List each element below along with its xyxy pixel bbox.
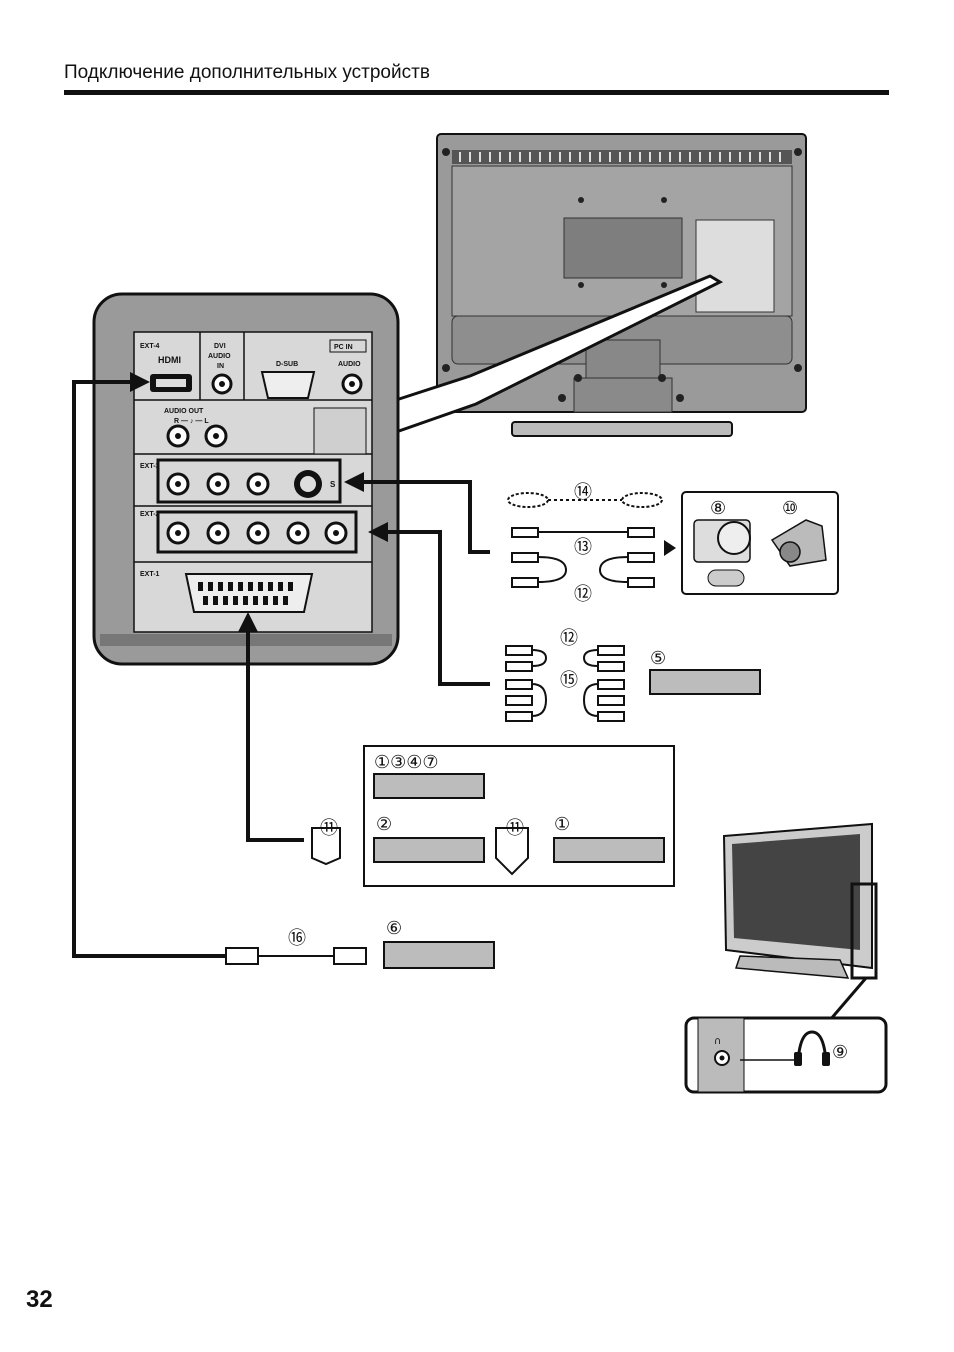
arrow-heads [130, 372, 676, 632]
callout-11b: ⑪ [506, 818, 524, 839]
callout-6: ⑥ [386, 918, 402, 939]
ext4-label: EXT-4 [140, 343, 160, 350]
cables [505, 492, 663, 722]
callout-12a: ⑫ [574, 584, 592, 605]
headphone-jack-icon: ∩ [714, 1036, 721, 1047]
ext1-label: EXT-1 [140, 571, 160, 578]
ext3-highlight [156, 458, 342, 504]
device-boxes [363, 669, 761, 969]
title-rule [64, 90, 889, 95]
tv-rear-view [394, 133, 807, 437]
pc-in-label: PC IN [334, 344, 353, 351]
audio-out-rl-label: R — ♪ — L [174, 418, 209, 425]
callout-5: ⑤ [650, 648, 666, 669]
hdmi-label: HDMI [158, 355, 181, 365]
callout-1347: ①③④⑦ [374, 752, 439, 773]
callout-10: ⑩ [782, 498, 798, 519]
connection-lines [72, 380, 490, 958]
callout-9: ⑨ [832, 1042, 848, 1063]
camera-box [681, 491, 839, 595]
d-sub-port [260, 371, 316, 399]
dvi-audio-label: AUDIO [208, 353, 231, 360]
dvi-in-label: IN [217, 363, 224, 370]
callout-15: ⑮ [560, 670, 578, 691]
headphones-icon [794, 1052, 802, 1066]
ext2-highlight [156, 510, 358, 554]
callout-8: ⑧ [710, 498, 726, 519]
d-sub-label: D-SUB [276, 361, 298, 368]
ext2-label: EXT-2 [140, 511, 160, 518]
audio-out-label: AUDIO OUT [164, 408, 204, 415]
tv-front-view: ∩ [684, 822, 888, 1094]
callout-2: ② [376, 814, 392, 835]
callout-12b: ⑫ [560, 628, 578, 649]
page-number: 32 [26, 1286, 53, 1313]
scart-plugs [311, 827, 529, 876]
page-title: Подключение дополнительных устройств [64, 62, 430, 83]
callout-13: ⑬ [574, 537, 592, 558]
callout-1: ① [554, 814, 570, 835]
dvi-label: DVI [214, 343, 226, 350]
callout-14: ⑭ [574, 482, 592, 503]
scart-port [184, 573, 314, 613]
connector-panel: EXT-4 HDMI DVI AUDIO IN PC IN D-SUB AUDI… [92, 292, 400, 666]
ext3-label: EXT-3 [140, 463, 160, 470]
s-video-label: S [330, 480, 336, 489]
pc-audio-label: AUDIO [338, 361, 361, 368]
callout-16: ⑯ [288, 928, 306, 949]
callout-11a: ⑪ [320, 818, 338, 839]
hdmi-cable [225, 947, 367, 965]
